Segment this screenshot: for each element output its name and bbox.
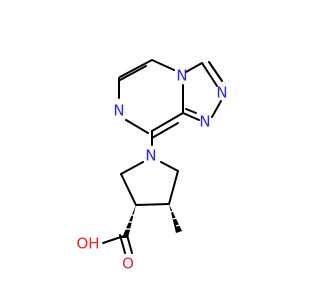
bond — [125, 119, 149, 134]
bond — [119, 234, 126, 254]
bond — [151, 112, 184, 132]
bond — [185, 62, 203, 73]
hash-gap — [169, 209, 178, 213]
bond — [211, 100, 222, 118]
bond — [120, 173, 137, 206]
bond — [119, 59, 153, 78]
atom-o-carbonyl: O — [122, 255, 134, 273]
bond — [135, 203, 170, 206]
atom-n-triazole-lower: N — [199, 113, 210, 131]
wedge-hash-marks — [123, 214, 137, 230]
bond — [168, 170, 179, 205]
bond — [185, 108, 197, 114]
atom-n-pyrazine-top: N — [176, 67, 187, 85]
atom-n-pyrazine-left: N — [113, 102, 124, 120]
hash-gap — [175, 223, 184, 227]
bond — [151, 59, 175, 71]
bond — [160, 161, 179, 172]
wedge-hash-marks-methyl — [169, 209, 184, 227]
hash-gap — [172, 216, 181, 220]
bond — [201, 62, 218, 87]
atom-n-pyrrolidine: N — [145, 147, 156, 165]
bond-lines — [102, 59, 223, 254]
atom-n-triazole-upper: N — [216, 84, 227, 102]
bond — [151, 122, 179, 139]
atom-oh: OH — [76, 235, 99, 253]
bond — [208, 61, 223, 82]
bond — [120, 161, 144, 175]
molecule-structure: N N N N N OH O — [76, 59, 228, 273]
bond — [182, 112, 200, 121]
bond — [119, 65, 147, 81]
